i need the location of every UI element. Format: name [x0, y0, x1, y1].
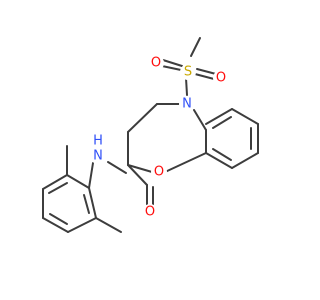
atom-oxygen-ring: O — [154, 165, 164, 180]
bond-ar-inner-1 — [212, 148, 232, 161]
bond-ph-inner-3 — [83, 194, 90, 214]
atom-labels: S O O N O N H O — [90, 55, 229, 220]
bond-ch-co — [127, 164, 148, 186]
atom-bg-sulfur — [180, 64, 196, 80]
bond-ph-4 — [42, 217, 69, 233]
bond-ar-6 — [205, 108, 233, 125]
atom-hydrogen-amide: H — [93, 134, 103, 149]
bond-ph-1 — [66, 174, 90, 189]
bond-ar-n — [193, 109, 207, 131]
atom-bg-n-ring — [179, 96, 195, 112]
bond-s-o-left-2 — [162, 59, 183, 67]
bond-ph-5 — [67, 217, 97, 233]
bonds — [42, 37, 259, 233]
atom-nitrogen-ring: N — [182, 97, 192, 112]
atom-bg-o-ring — [151, 164, 167, 180]
bond-ph-6 — [88, 187, 97, 219]
atom-bg-o-right — [213, 70, 229, 86]
bond-methyl-s — [190, 37, 201, 57]
atom-oxygen-sulfonyl-right: O — [216, 71, 226, 86]
bond-s-o-right-2 — [194, 73, 215, 80]
atom-bg-o-carbonyl — [142, 204, 158, 220]
bond-s-o-right — [196, 68, 217, 75]
bond-ph-2 — [42, 174, 68, 190]
atom-nitrogen-amide: N — [93, 149, 103, 164]
bond-ar-3 — [231, 152, 259, 169]
bond-s-o-left — [161, 65, 182, 71]
bond-ar-2 — [205, 152, 233, 169]
bond-ch-o-ring — [127, 164, 153, 173]
bond-ph-inner-1 — [48, 182, 68, 194]
molecule-structure-diagram: S O O N O N H O — [42, 37, 259, 233]
atom-bg-n-amide — [90, 148, 106, 164]
bond-methyl-bottom — [95, 217, 122, 233]
bond-ar-inner-3 — [212, 116, 232, 129]
bond-ar-5 — [231, 108, 259, 125]
atom-sulfur: S — [184, 65, 192, 80]
bond-nh-ar — [88, 162, 94, 189]
bond-s-n — [185, 77, 188, 96]
bond-co-nh — [107, 161, 127, 174]
atom-bg-o-left — [148, 55, 164, 71]
bond-ph-inner-2 — [49, 213, 68, 225]
atom-oxygen-carbonyl: O — [145, 205, 155, 220]
bond-ch2-ch2 — [127, 103, 158, 133]
atom-bg-h-amide — [91, 134, 105, 148]
bond-o-ring-ar — [164, 152, 207, 173]
atom-oxygen-sulfonyl-left: O — [151, 56, 161, 71]
